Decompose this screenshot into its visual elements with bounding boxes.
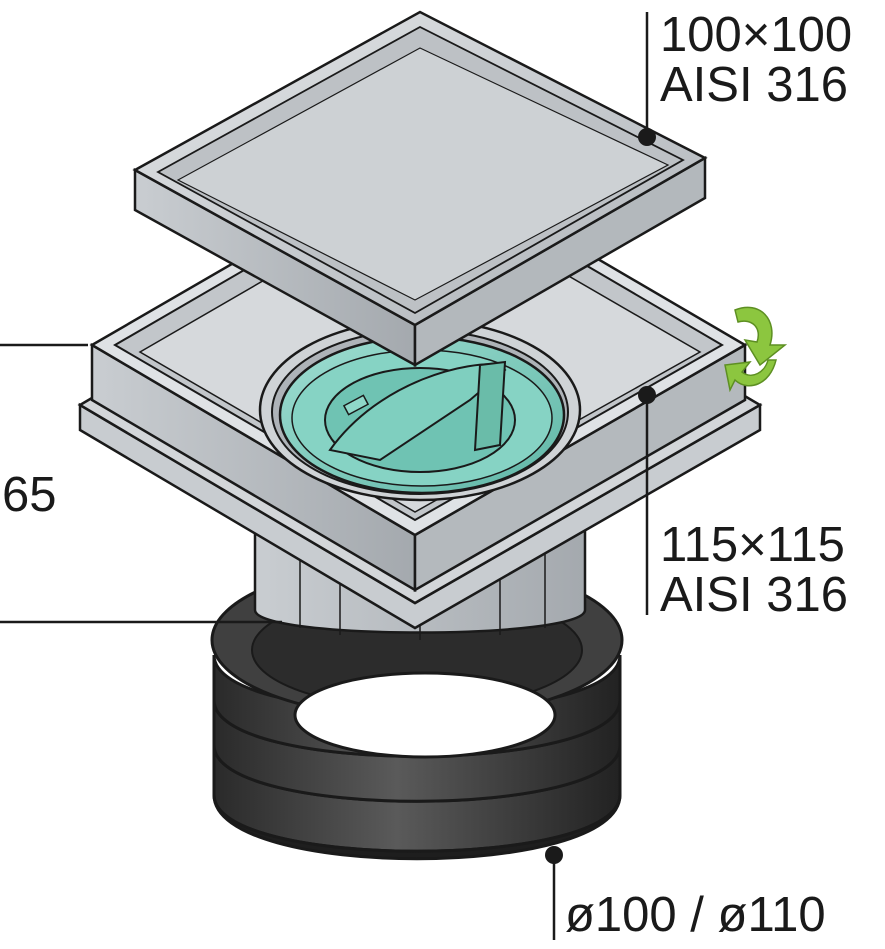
frame-label: 115×115 AISI 316 xyxy=(660,520,848,620)
odour-trap xyxy=(278,335,566,495)
frame-size: 115×115 xyxy=(660,518,845,572)
leader-lines xyxy=(0,12,656,940)
height-label: 65 xyxy=(2,468,57,522)
top-grate-material: AISI 316 xyxy=(660,58,848,112)
frame-material: AISI 316 xyxy=(660,568,848,622)
rotate-arrows-icon xyxy=(724,306,788,393)
top-grate xyxy=(132,10,708,368)
top-grate-label: 100×100 AISI 316 xyxy=(660,10,852,110)
top-grate-size: 100×100 xyxy=(660,8,853,62)
seal-diameter-label: ø100 / ø110 xyxy=(565,888,826,942)
